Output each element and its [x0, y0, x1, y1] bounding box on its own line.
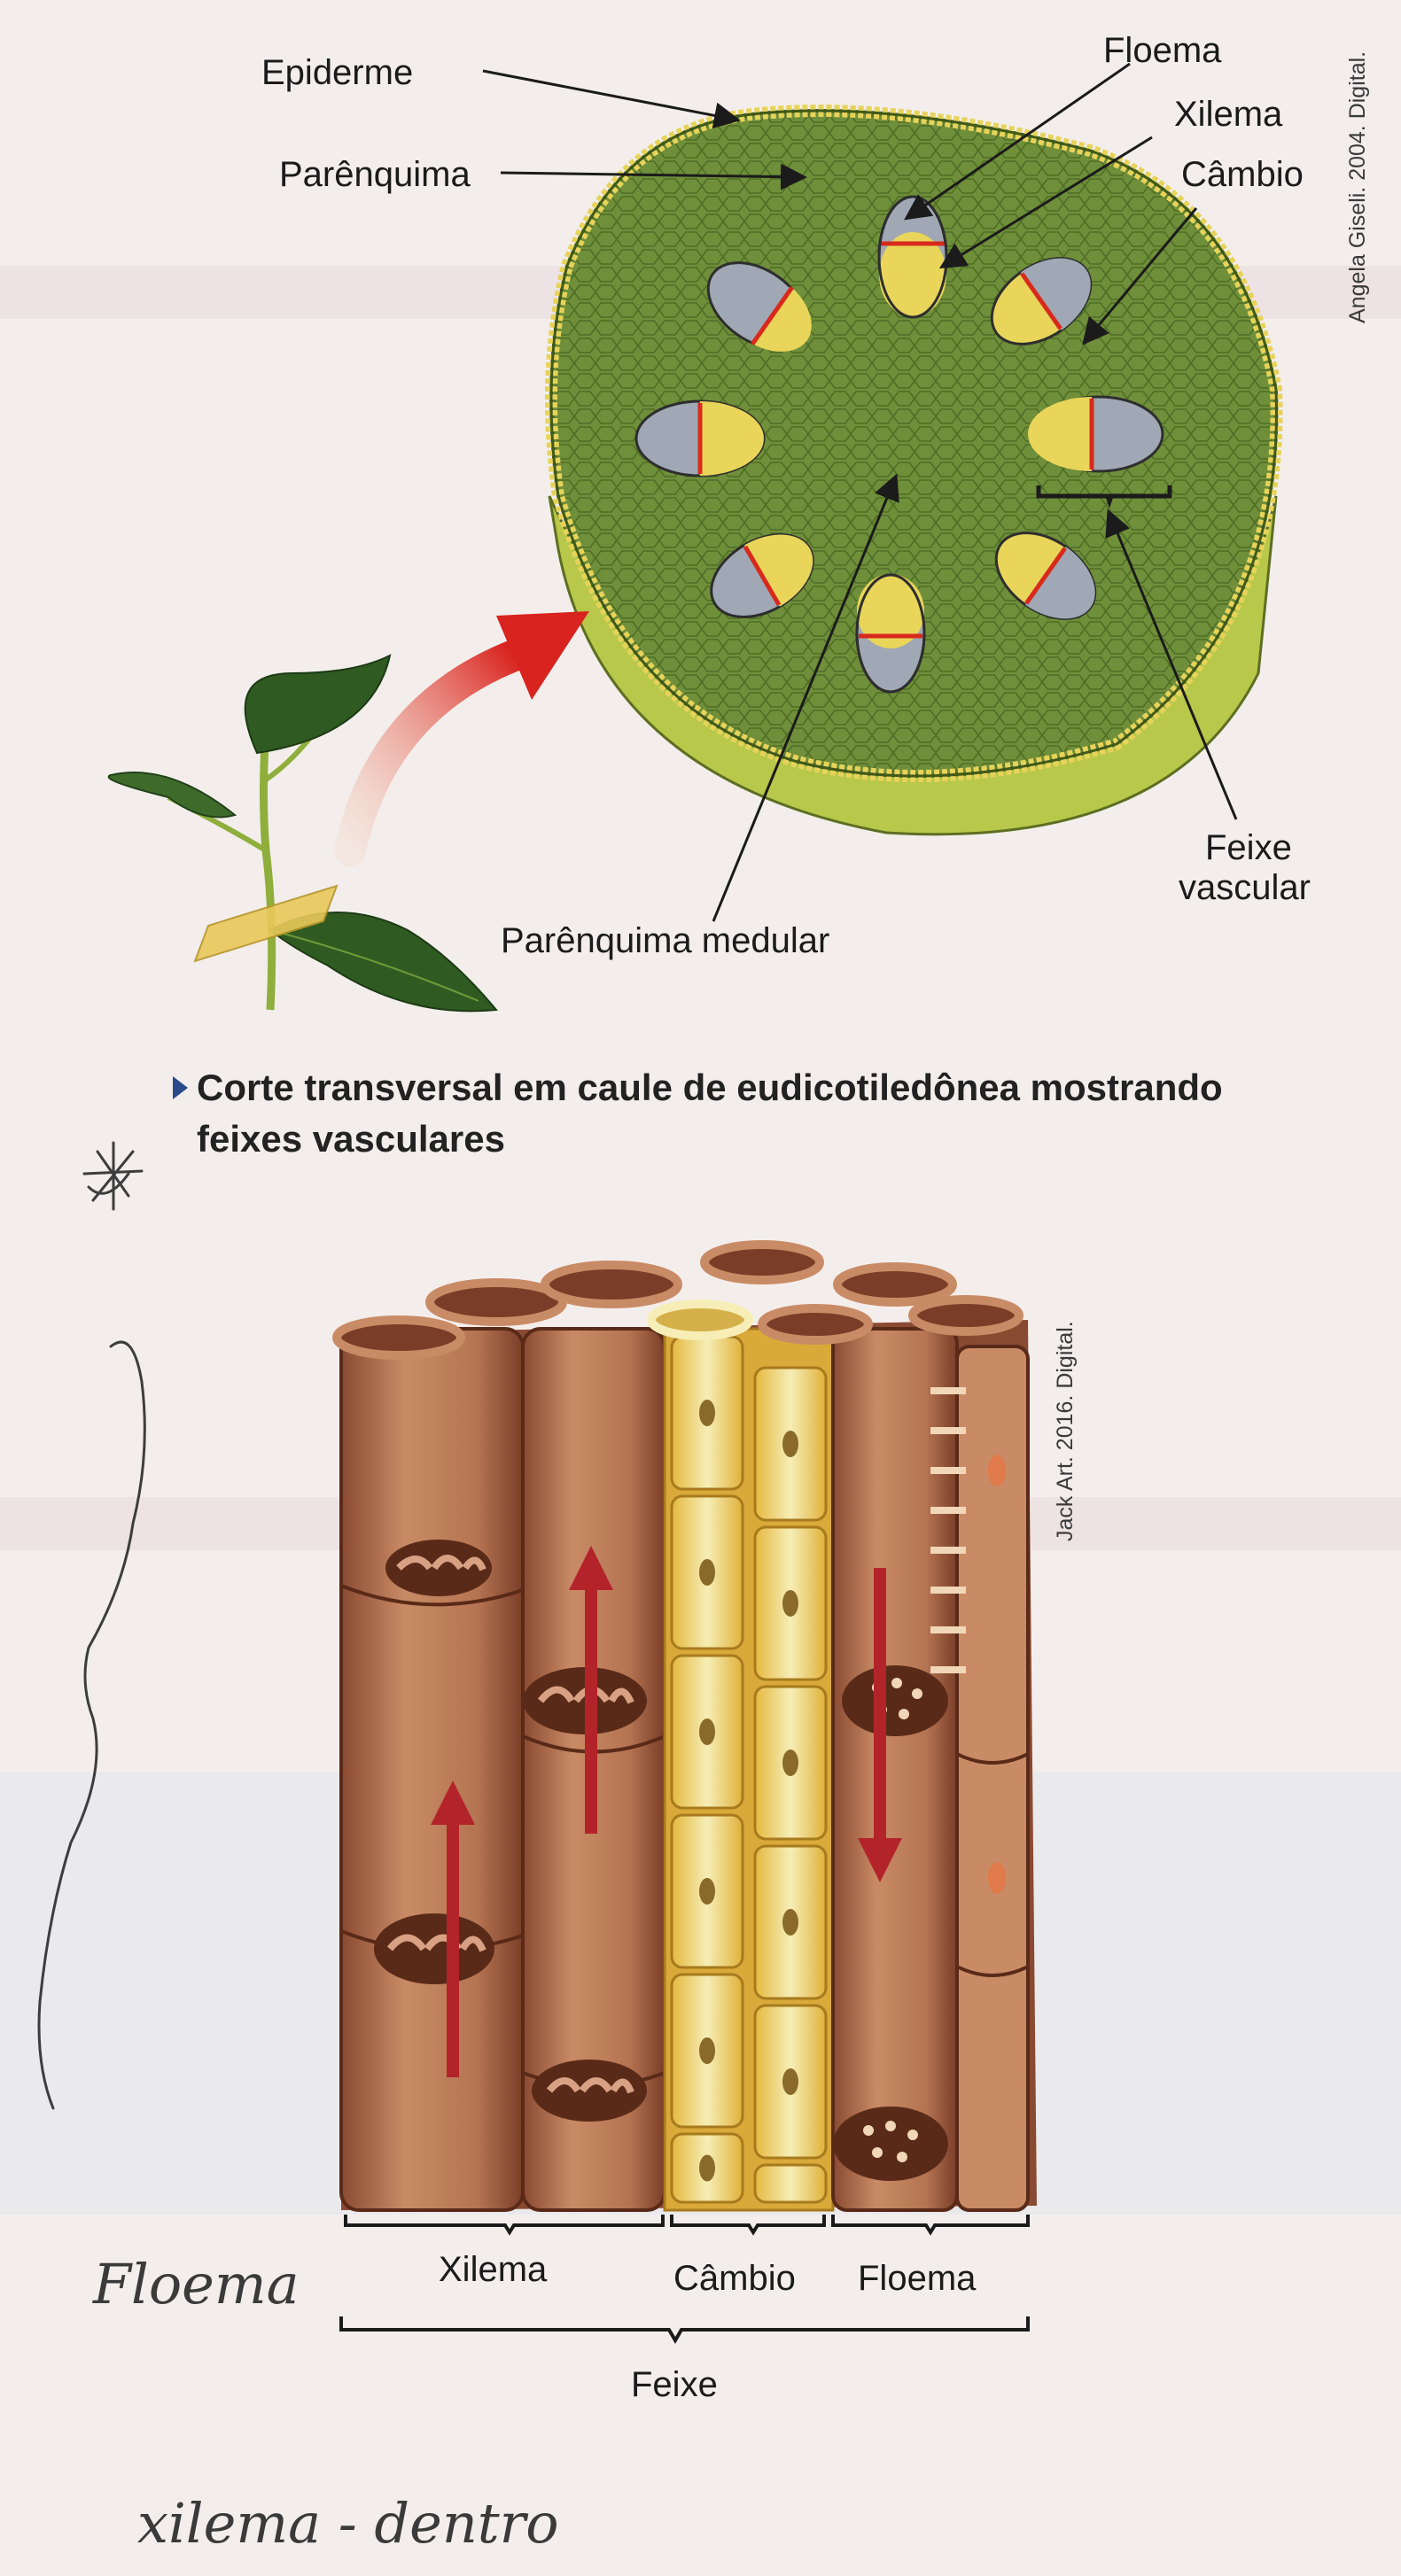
label-bottom-xilema: Xilema: [439, 2250, 548, 2289]
label-bottom-feixe: Feixe: [631, 2365, 718, 2404]
cambium-nucleus: [699, 1719, 715, 1745]
section-plane: [193, 884, 339, 963]
bundle-bracket: [1036, 485, 1172, 508]
labels-top: Epiderme Parênquima Floema Xilema Câmbio…: [261, 31, 1370, 960]
caption-line2: feixes vasculares: [197, 1118, 505, 1160]
leaf: [107, 772, 237, 819]
vascular-bundles: [634, 195, 1164, 694]
magnify-arrow: [334, 611, 589, 866]
label-epiderme: Epiderme: [261, 53, 413, 92]
leaf: [244, 654, 392, 755]
perforation-plate: [385, 1540, 492, 1596]
caption-line1: Corte transversal em caule de eudicotile…: [197, 1067, 1223, 1108]
sieve-plate: [833, 2107, 948, 2181]
upward-flow-arrow: [431, 1781, 475, 2077]
handwritten-floema: Floema: [92, 2252, 300, 2316]
credit-bottom: Jack Art. 2016. Digital.: [1053, 1321, 1078, 1541]
companion-nucleus: [988, 1455, 1006, 1486]
sieve-plate: [842, 1665, 948, 1736]
cambium-nucleus: [699, 2154, 715, 2182]
vascular-bundle: [710, 533, 814, 618]
perforation-plate: [374, 1913, 494, 1984]
label-bottom-floema: Floema: [858, 2259, 977, 2298]
label-bottom-cambio: Câmbio: [673, 2259, 796, 2298]
vascular-bundle: [634, 400, 766, 477]
bottom-braces: [339, 2215, 1030, 2344]
label-feixe-vascular-line2: vascular: [1179, 868, 1311, 907]
label-xilema: Xilema: [1174, 95, 1283, 134]
leaf: [269, 912, 498, 1013]
handwritten-bracket-outline: [37, 1340, 146, 2110]
cambium-nucleus: [782, 2068, 798, 2095]
leader-lines-top: [482, 62, 1238, 922]
caption-bullet-icon: [173, 1076, 188, 1099]
cambium-cells: [663, 1327, 835, 2212]
handwritten-notes: Floema xilema - dentro: [37, 1340, 559, 2556]
tube-openings: [332, 1240, 1024, 1360]
label-floema: Floema: [1103, 31, 1222, 70]
seedling-illustration: [107, 654, 498, 1013]
label-feixe-vascular-line1: Feixe: [1205, 828, 1292, 867]
credit-top: Angela Giseli. 2004. Digital.: [1345, 51, 1370, 323]
cambium-nucleus: [699, 2037, 715, 2064]
vascular-bundle: [994, 531, 1097, 620]
cambium-cell: [753, 2163, 828, 2204]
cambium-nucleus: [782, 1750, 798, 1776]
cambium-nucleus: [699, 1559, 715, 1586]
vascular-bundle: [990, 257, 1093, 345]
cambium-nucleus: [782, 1590, 798, 1617]
cambium-nucleus: [782, 1909, 798, 1936]
companion-nucleus: [988, 1862, 1006, 1894]
perforation-plate: [532, 2060, 647, 2122]
figure-caption: Corte transversal em caule de eudicotile…: [173, 1067, 1223, 1160]
xylem-vessels: [339, 1327, 666, 2212]
vascular-bundle: [1028, 395, 1164, 473]
cambium-nucleus: [699, 1878, 715, 1905]
companion-cell: [955, 1345, 1030, 2212]
handwritten-star-mark: [82, 1141, 144, 1211]
label-parenquima-medular: Parênquima medular: [501, 921, 829, 960]
upward-flow-arrow: [569, 1546, 613, 1834]
phloem-sieve-tubes: [831, 1327, 1030, 2212]
plasmodesmata-ladder: [930, 1387, 966, 1673]
handwritten-xilema-dentro: xilema - dentro: [137, 2491, 559, 2556]
vascular-bundle: [855, 573, 926, 694]
labels-bottom: Xilema Câmbio Floema Feixe: [439, 2250, 977, 2404]
label-cambio: Câmbio: [1181, 155, 1304, 194]
xylem-vessel: [339, 1327, 525, 2212]
vascular-bundle: [706, 261, 812, 352]
downward-flow-arrow: [858, 1568, 902, 1882]
sieve-tube: [831, 1327, 959, 2212]
label-parenquima: Parênquima: [279, 155, 471, 194]
cambium-nucleus: [782, 1431, 798, 1457]
cambium-nucleus: [699, 1400, 715, 1426]
vascular-tissue-block: [332, 1240, 1037, 2212]
